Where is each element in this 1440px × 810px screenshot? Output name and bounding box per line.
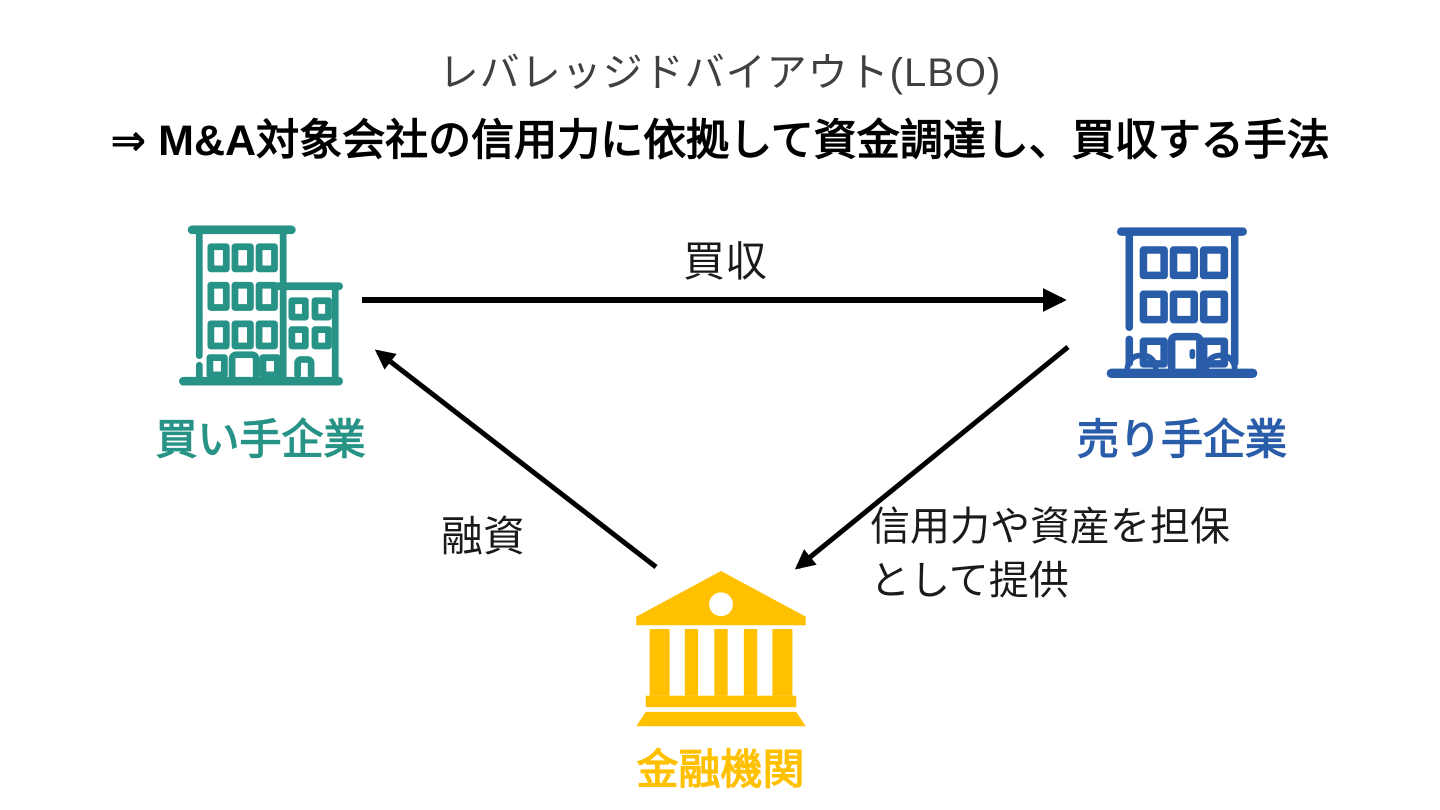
- buyer-label: 買い手企業: [155, 416, 366, 463]
- financing-arrow: [374, 349, 658, 569]
- acquisition-label: 買収: [682, 238, 767, 285]
- seller-node: 売り手企業: [1062, 212, 1302, 467]
- bank-node: 金融機関: [608, 570, 833, 797]
- bank-icon: [635, 570, 806, 727]
- collateral-label: 信用力や資産を担保 として提供: [870, 505, 1230, 603]
- buyer-buildings-icon: [178, 225, 343, 386]
- collateral-arrow: [794, 345, 1070, 570]
- seller-label: 売り手企業: [1076, 416, 1287, 463]
- seller-building-icon: [1106, 227, 1258, 378]
- bank-label: 金融機関: [636, 746, 805, 793]
- buyer-node: 買い手企業: [143, 212, 378, 467]
- page-title: レバレッジドバイアウト(LBO): [438, 51, 1002, 95]
- subtitle: ⇒ M&A対象会社の信用力に依拠して資金調達し、買収する手法: [110, 117, 1330, 165]
- financing-label: 融資: [440, 513, 525, 560]
- bank-pediment-hole: [708, 592, 733, 617]
